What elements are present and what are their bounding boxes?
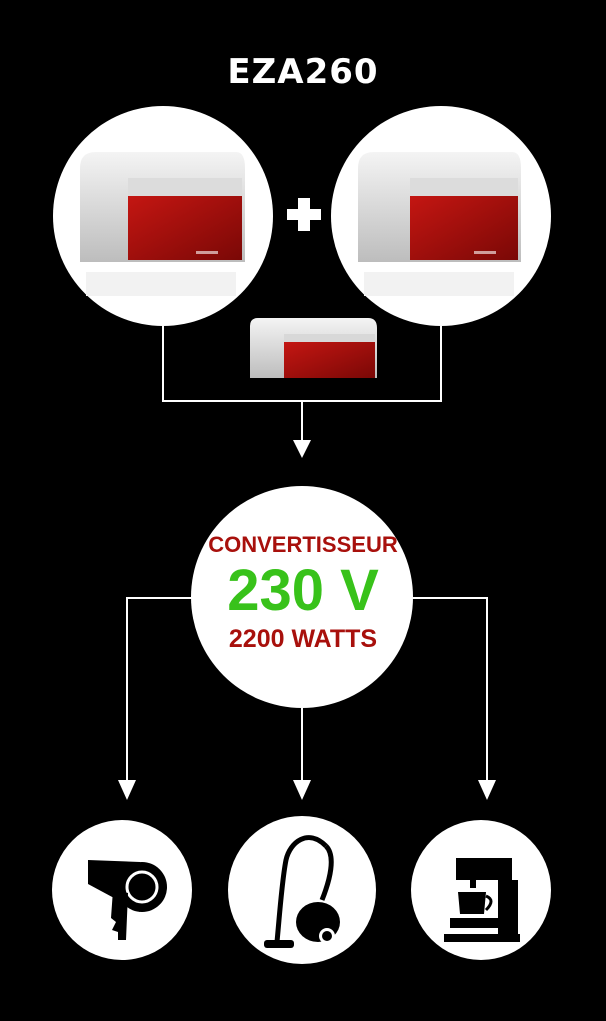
product-title: EZA260 [227, 52, 379, 92]
arrow-to-hair-dryer [118, 780, 136, 800]
coffee-machine-icon [444, 858, 520, 942]
converter-unit-image-right [358, 152, 521, 296]
connector-left [126, 597, 196, 780]
converter-circle [191, 486, 413, 708]
appliance-coffee-machine [411, 820, 551, 960]
bottom-connectors [126, 597, 488, 780]
appliance-hair-dryer [52, 820, 192, 960]
converter-power: 2200 WATTS [228, 625, 378, 653]
vacuum-cleaner-icon [264, 835, 340, 948]
converter-label: CONVERTISSEUR [208, 532, 398, 557]
appliance-vacuum [228, 816, 376, 964]
arrow-to-coffee-machine [478, 780, 496, 800]
plus-icon [287, 198, 321, 231]
top-connectors [162, 326, 442, 440]
device-circle-right [331, 106, 551, 326]
hair-dryer-icon [88, 860, 167, 940]
converter-unit-small [250, 318, 377, 378]
converter-voltage: 230 V [227, 558, 379, 623]
arrow-to-vacuum [293, 780, 311, 800]
arrow-to-converter [293, 440, 311, 458]
device-circle-left [53, 106, 273, 326]
connector-right [410, 597, 488, 780]
converter-unit-image-left [80, 152, 245, 296]
